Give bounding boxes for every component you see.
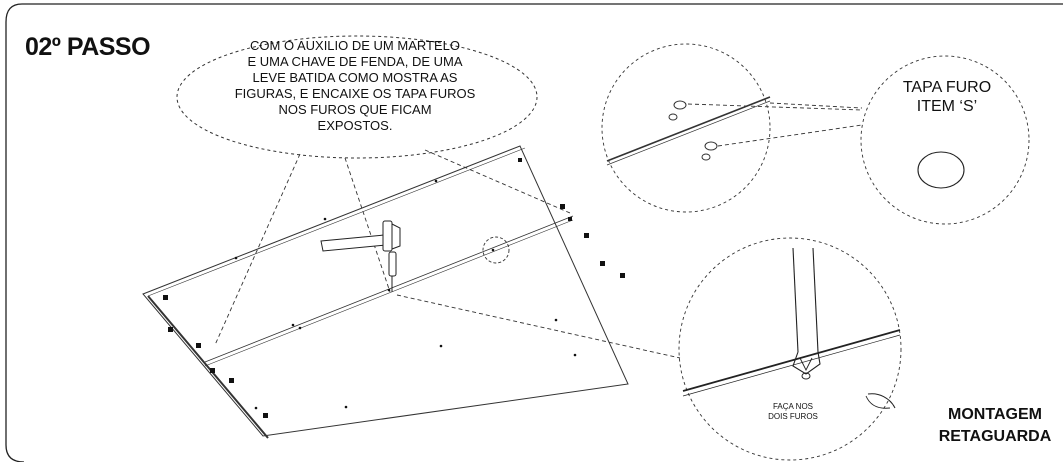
holes-note: FAÇA NOS DOIS FUROS bbox=[733, 402, 853, 422]
instruction-line: LEVE BATIDA COMO MOSTRA AS bbox=[252, 70, 458, 85]
partial-hole-arc-lower bbox=[865, 395, 891, 409]
instruction-line: FIGURAS, E ENCAIXE OS TAPA FUROS bbox=[234, 86, 476, 101]
instruction-line: NOS FUROS QUE FICAM bbox=[278, 102, 432, 117]
detail-bottom-drawing bbox=[682, 247, 901, 397]
bubble-pointer-lines bbox=[214, 149, 571, 346]
cap-callout-line1: TAPA FURO bbox=[902, 79, 992, 96]
section-label-line1: MONTAGEM bbox=[948, 406, 1042, 423]
target-hole-marker bbox=[482, 236, 510, 264]
instruction-bubble bbox=[176, 35, 538, 159]
detail-circle-top bbox=[601, 43, 771, 213]
instruction-text: COM O AUXILIO DE UM MARTELO E UMA CHAVE … bbox=[205, 38, 505, 134]
holes-note-line2: DOIS FUROS bbox=[768, 412, 818, 421]
detail-bottom-pointer bbox=[396, 294, 681, 359]
section-label: MONTAGEM RETAGUARDA bbox=[905, 404, 1063, 448]
cap-detail-circle bbox=[860, 55, 1030, 225]
panel-clips bbox=[163, 158, 625, 418]
detail-top-drawing bbox=[606, 96, 771, 166]
holes-note-line1: FAÇA NOS bbox=[772, 402, 813, 411]
screwdriver-icon bbox=[388, 251, 397, 292]
detail-circle-bottom bbox=[678, 237, 902, 461]
step-title: 02º PASSO bbox=[25, 33, 151, 61]
hammer-icon bbox=[320, 220, 401, 252]
cap-shape bbox=[917, 151, 965, 189]
panel-outline bbox=[142, 145, 629, 437]
instruction-line: COM O AUXILIO DE UM MARTELO bbox=[250, 38, 460, 53]
page-frame bbox=[5, 3, 1063, 462]
instruction-line: EXPOSTOS. bbox=[317, 118, 393, 133]
back-panel-drawing bbox=[142, 145, 629, 439]
cap-pointer-lines bbox=[687, 102, 863, 147]
cap-callout-label: TAPA FURO ITEM ‘S’ bbox=[862, 78, 1032, 116]
partial-hole-arc bbox=[867, 393, 896, 409]
section-label-line2: RETAGUARDA bbox=[938, 428, 1052, 445]
instruction-line: E UMA CHAVE DE FENDA, DE UMA bbox=[247, 54, 463, 69]
cap-callout-line2: ITEM ‘S’ bbox=[916, 98, 978, 115]
panel-screw-holes bbox=[234, 179, 577, 410]
